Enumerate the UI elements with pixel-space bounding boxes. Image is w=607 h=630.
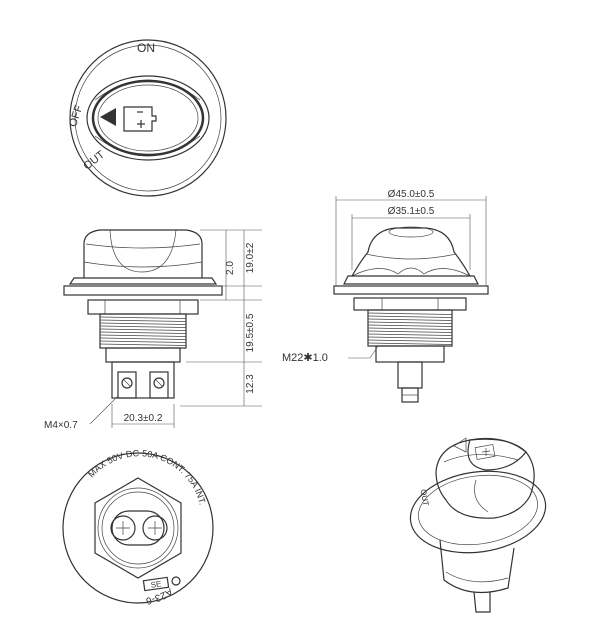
front-terminal-block bbox=[111, 361, 175, 399]
thread-line bbox=[367, 318, 453, 321]
iso-knob bbox=[435, 438, 535, 519]
dim-thread-length: 19.5±0.5 bbox=[245, 313, 256, 352]
top-view-knob-outer bbox=[86, 75, 210, 161]
thread-line bbox=[99, 322, 187, 325]
front-knob-cap bbox=[83, 229, 203, 278]
bottom-hex-nut bbox=[94, 477, 182, 579]
thread-line bbox=[367, 336, 453, 339]
iso-battery-icon bbox=[474, 444, 496, 460]
right-knob-dome bbox=[351, 227, 471, 277]
thread-line bbox=[367, 327, 453, 330]
bottom-terminal-bridge bbox=[111, 510, 165, 546]
front-terminal-right bbox=[149, 371, 169, 399]
right-stem bbox=[397, 361, 423, 389]
bottom-outer-ring bbox=[62, 452, 214, 604]
front-nut bbox=[87, 299, 199, 315]
front-thread-body bbox=[99, 313, 187, 349]
thread-line bbox=[367, 321, 453, 324]
top-view-knob-rim bbox=[91, 79, 205, 157]
label-out: OUT bbox=[81, 149, 107, 173]
iso-flange-inner bbox=[418, 474, 538, 546]
bottom-screw-right-slot bbox=[148, 521, 162, 535]
thread-line bbox=[367, 315, 453, 318]
right-lower-body bbox=[375, 345, 445, 363]
bottom-thread-circle bbox=[97, 487, 179, 569]
front-lower-body bbox=[105, 347, 181, 363]
leader-screw-thread bbox=[89, 395, 119, 425]
top-view: ON OFF OUT bbox=[67, 39, 227, 197]
top-view-inner-ring bbox=[74, 44, 222, 192]
right-knob-scallop bbox=[351, 267, 471, 277]
label-screw-thread: M4×0.7 bbox=[44, 420, 78, 431]
front-screw-right bbox=[153, 377, 165, 389]
thread-line bbox=[99, 328, 187, 331]
front-flange bbox=[63, 285, 223, 296]
thread-line bbox=[367, 333, 453, 336]
iso-knob-face bbox=[467, 437, 527, 471]
front-terminal-left bbox=[117, 371, 137, 399]
bottom-view: MAX 50V DC 50A CONT. 75A INT. A23-6 SE bbox=[62, 448, 214, 606]
right-knob-base bbox=[343, 275, 479, 285]
thread-line bbox=[99, 337, 187, 340]
thread-line bbox=[99, 331, 187, 334]
front-side-view: 2.0 19.0±2 19.5±0.5 12.3 20.3±0.2 M4×0.7 bbox=[44, 229, 262, 431]
front-knob-base bbox=[68, 277, 218, 285]
right-side-view: Ø45.0±0.5 Ø35.1±0.5 M22✱1.0 bbox=[282, 189, 489, 403]
front-knob-grip bbox=[109, 229, 177, 273]
label-on: ON bbox=[137, 41, 155, 55]
front-knob-band bbox=[83, 261, 203, 268]
brand-logo: SE bbox=[142, 576, 181, 592]
dim-terminal-width: 20.3±0.2 bbox=[124, 413, 163, 424]
bottom-screw-right bbox=[142, 515, 168, 541]
top-view-knob-face bbox=[97, 84, 199, 152]
thread-line bbox=[99, 316, 187, 319]
iso-flange-outer bbox=[409, 470, 547, 554]
thread-line bbox=[99, 340, 187, 343]
iso-arrow-icon bbox=[453, 437, 467, 453]
dim-inner-diameter: Ø35.1±0.5 bbox=[388, 206, 435, 217]
front-knob-edge bbox=[85, 243, 201, 249]
dim-flange-thickness: 2.0 bbox=[225, 261, 236, 275]
thread-line bbox=[367, 330, 453, 333]
thread-line bbox=[99, 319, 187, 322]
bottom-screw-left bbox=[110, 515, 136, 541]
dim-terminal-length: 12.3 bbox=[245, 374, 256, 394]
right-flange bbox=[333, 285, 489, 295]
bottom-screw-left-slot bbox=[116, 521, 130, 535]
label-mount-thread: M22✱1.0 bbox=[282, 352, 328, 364]
thread-line bbox=[367, 324, 453, 327]
top-view-outer-ring bbox=[69, 39, 227, 197]
battery-symbol-icon bbox=[123, 106, 157, 132]
thread-line bbox=[367, 342, 453, 345]
brand-text: SE bbox=[150, 579, 162, 589]
thread-line bbox=[367, 312, 453, 315]
right-knob-top bbox=[388, 226, 434, 238]
front-screw-left bbox=[121, 377, 133, 389]
thread-line bbox=[367, 339, 453, 342]
thread-line bbox=[99, 343, 187, 346]
iso-label-out: OUT bbox=[419, 488, 431, 506]
iso-body bbox=[439, 539, 515, 594]
thread-line bbox=[99, 334, 187, 337]
right-nut bbox=[353, 297, 467, 311]
iso-terminal bbox=[473, 591, 491, 613]
arrow-pointer-icon bbox=[100, 108, 116, 126]
dim-outer-diameter: Ø45.0±0.5 bbox=[388, 189, 435, 200]
isometric-view: OUT bbox=[409, 437, 547, 613]
thread-line bbox=[99, 325, 187, 328]
dim-body-height: 19.0±2 bbox=[245, 242, 256, 273]
label-off: OFF bbox=[67, 103, 85, 128]
